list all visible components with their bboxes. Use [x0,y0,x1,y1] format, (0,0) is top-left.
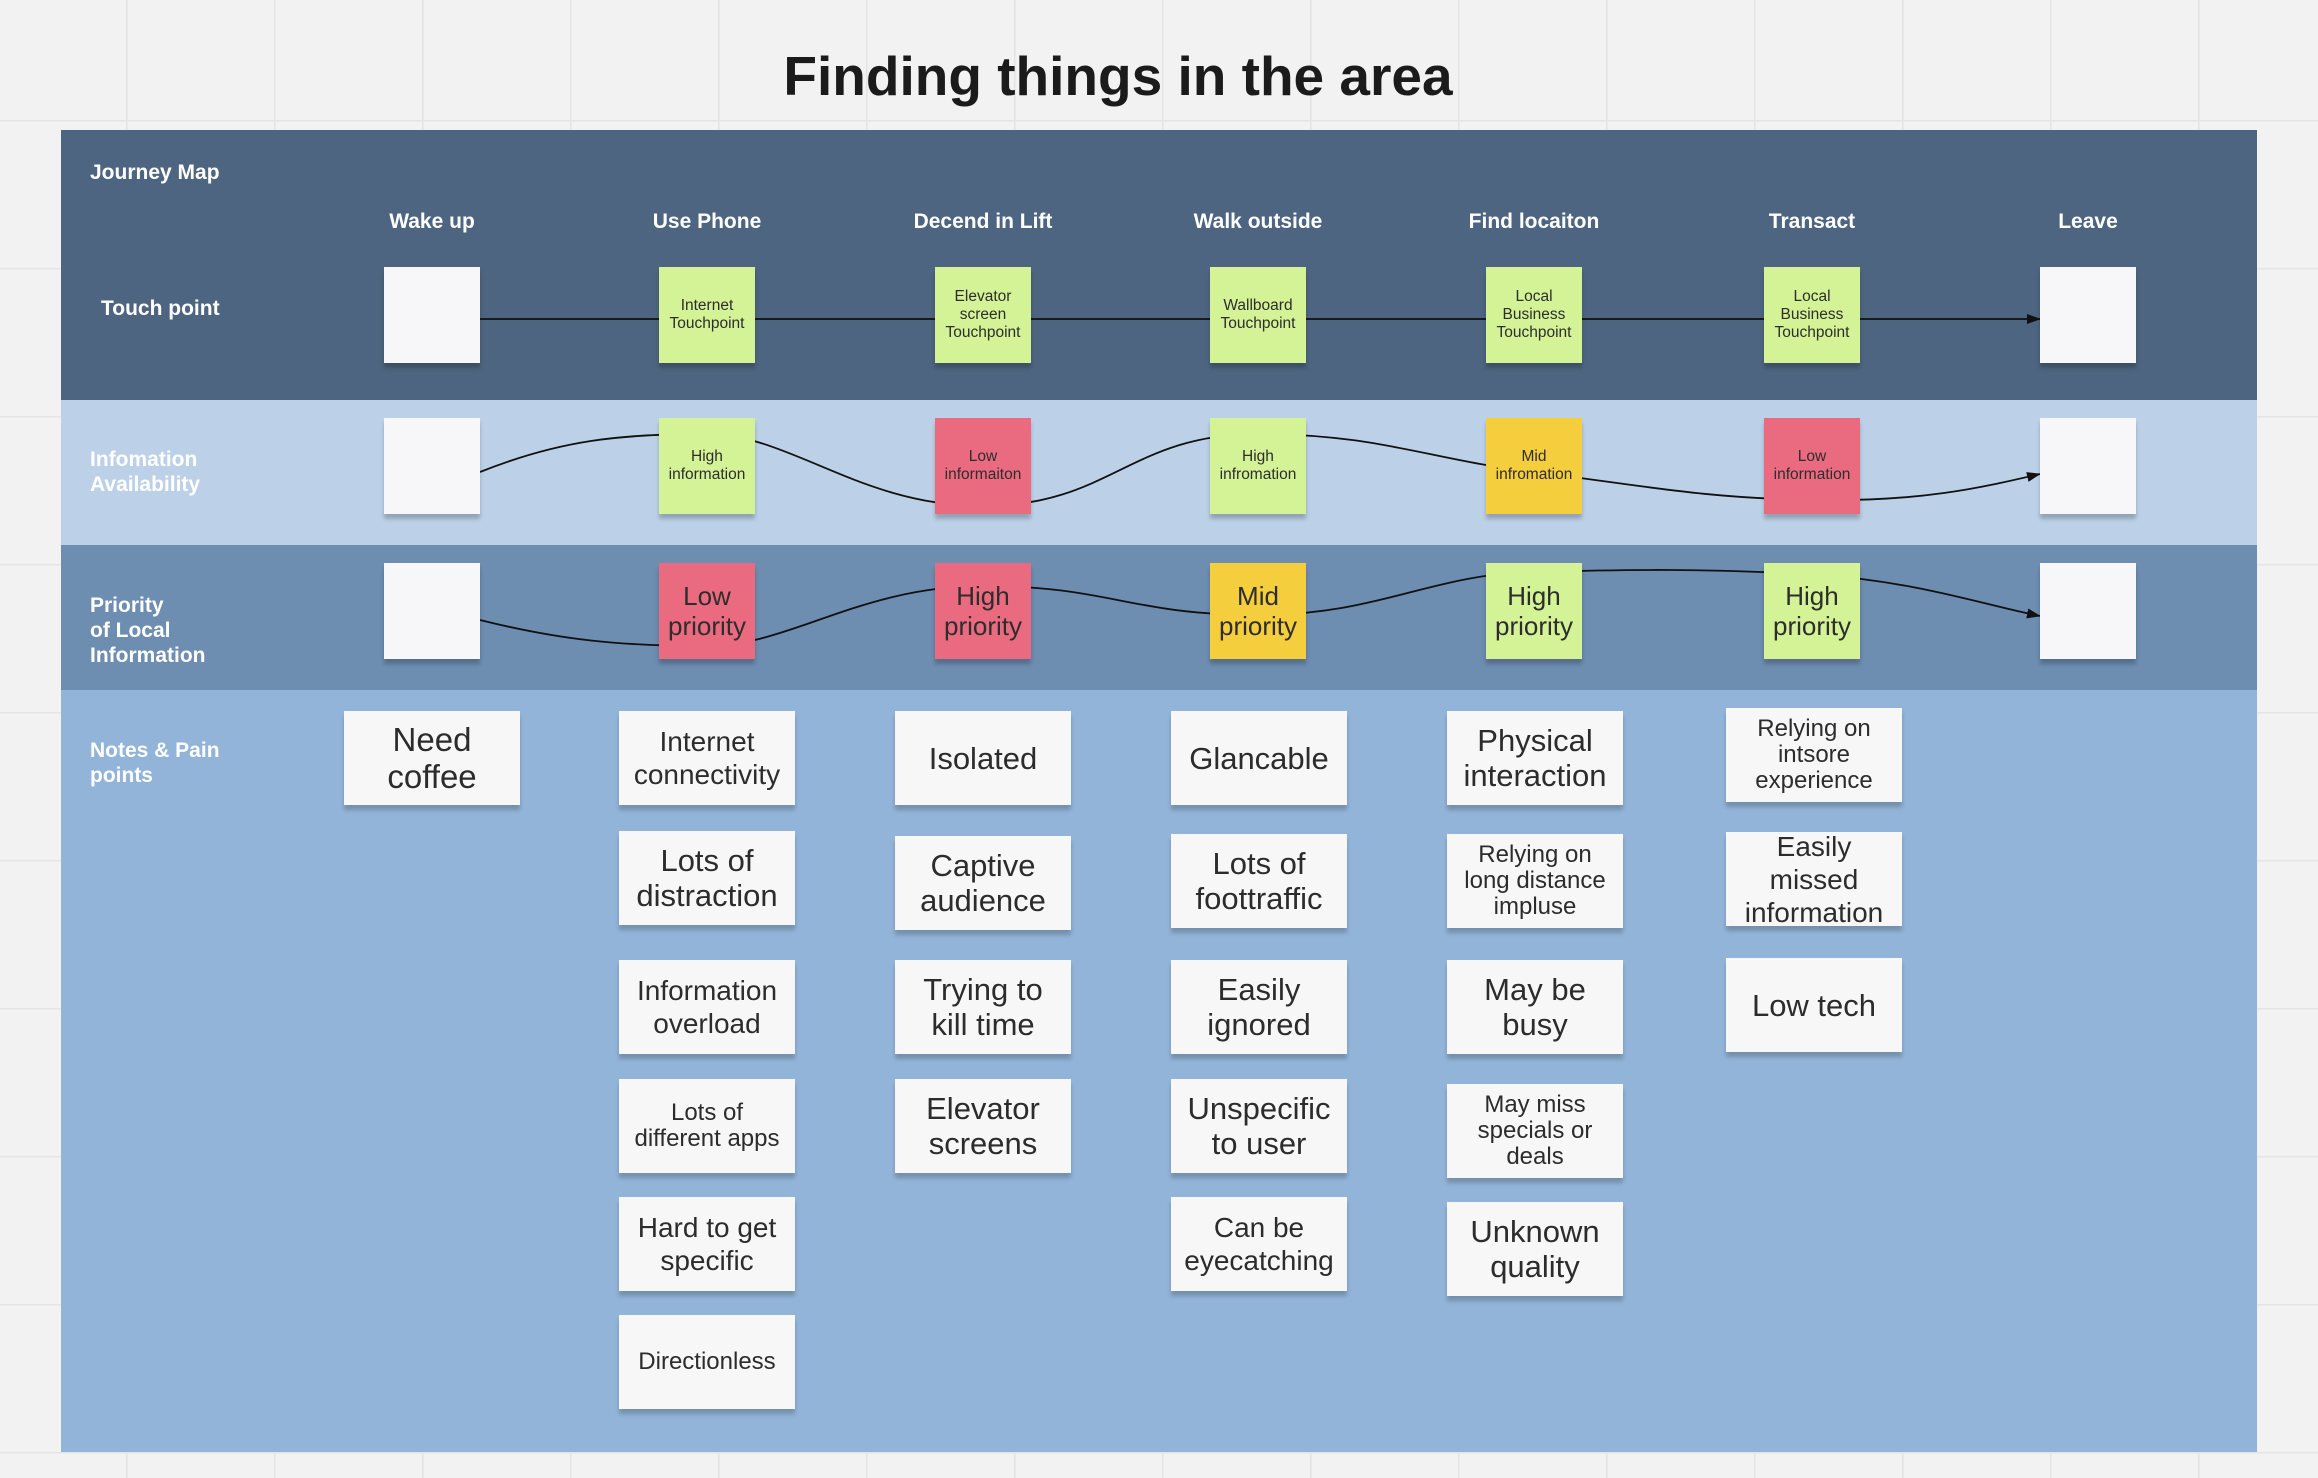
touch-sticky-find-location[interactable]: Local Business Touchpoint [1486,267,1582,363]
note-sticky[interactable]: Easily ignored [1171,960,1347,1054]
row-label-information-availability: Infomation Availability [90,448,201,496]
note-sticky[interactable]: Relying on long distance impluse [1447,834,1623,928]
note-sticky[interactable]: Easily missed information [1726,831,1902,928]
info-sticky-transact[interactable]: Low information [1764,418,1860,514]
journey-map-heading: Journey Map [90,161,220,184]
note-sticky[interactable]: Can be eyecatching [1171,1197,1347,1291]
note-sticky[interactable]: Low tech [1726,958,1902,1052]
note-sticky[interactable]: Lots of different apps [619,1079,795,1173]
info-sticky-use-phone[interactable]: High information [659,418,755,514]
info-sticky-find-location[interactable]: Mid infromation [1486,418,1582,514]
priority-sticky-wake-up[interactable] [384,563,480,659]
info-sticky-wake-up[interactable] [384,418,480,514]
stage-header-decend-in-lift: Decend in Lift [913,210,1053,233]
note-sticky[interactable]: Isolated [895,711,1071,805]
stage-header-use-phone: Use Phone [652,210,762,233]
note-sticky[interactable]: Captive audience [895,836,1071,930]
touch-sticky-use-phone[interactable]: Internet Touchpoint [659,267,755,363]
note-sticky[interactable]: Relying on intsore experience [1726,708,1902,802]
info-sticky-walk-outside[interactable]: High infromation [1210,418,1306,514]
stage-header-transact: Transact [1768,210,1856,233]
note-sticky[interactable]: Need coffee [344,711,520,805]
stage-header-wake-up: Wake up [389,210,475,233]
note-sticky[interactable]: Internet connectivity [619,711,795,805]
row-label-priority: Priority of Local Information [90,594,206,667]
touch-sticky-leave[interactable] [2040,267,2136,363]
stage-header-find-location: Find locaiton [1468,210,1600,233]
info-sticky-leave[interactable] [2040,418,2136,514]
note-sticky[interactable]: May miss specials or deals [1447,1084,1623,1178]
note-sticky[interactable]: Lots of distraction [619,831,795,925]
priority-sticky-transact[interactable]: High priority [1764,563,1860,659]
priority-sticky-use-phone[interactable]: Low priority [659,563,755,659]
note-sticky[interactable]: May be busy [1447,960,1623,1054]
priority-sticky-find-location[interactable]: High priority [1486,563,1582,659]
note-sticky[interactable]: Trying to kill time [895,960,1071,1054]
note-sticky[interactable]: Glancable [1171,711,1347,805]
touch-sticky-wake-up[interactable] [384,267,480,363]
note-sticky[interactable]: Unknown quality [1447,1202,1623,1296]
row-label-touch-point: Touch point [101,297,220,320]
note-sticky[interactable]: Lots of foottraffic [1171,834,1347,928]
priority-sticky-walk-outside[interactable]: Mid priority [1210,563,1306,659]
touch-sticky-transact[interactable]: Local Business Touchpoint [1764,267,1860,363]
note-sticky[interactable]: Physical interaction [1447,711,1623,805]
notes-band [61,690,2257,1452]
stage-header-walk-outside: Walk outside [1193,210,1323,233]
row-label-notes: Notes & Pain points [90,739,220,787]
priority-sticky-leave[interactable] [2040,563,2136,659]
page-title: Finding things in the area [783,45,1453,107]
touch-sticky-decend-in-lift[interactable]: Elevator screen Touchpoint [935,267,1031,363]
touch-sticky-walk-outside[interactable]: Wallboard Touchpoint [1210,267,1306,363]
stage-header-leave: Leave [2058,210,2118,233]
priority-sticky-decend-in-lift[interactable]: High priority [935,563,1031,659]
note-sticky[interactable]: Directionless [619,1315,795,1409]
note-sticky[interactable]: Elevator screens [895,1079,1071,1173]
note-sticky[interactable]: Information overload [619,960,795,1054]
info-sticky-decend-in-lift[interactable]: Low informaiton [935,418,1031,514]
note-sticky[interactable]: Unspecific to user [1171,1079,1347,1173]
note-sticky[interactable]: Hard to get specific [619,1197,795,1291]
